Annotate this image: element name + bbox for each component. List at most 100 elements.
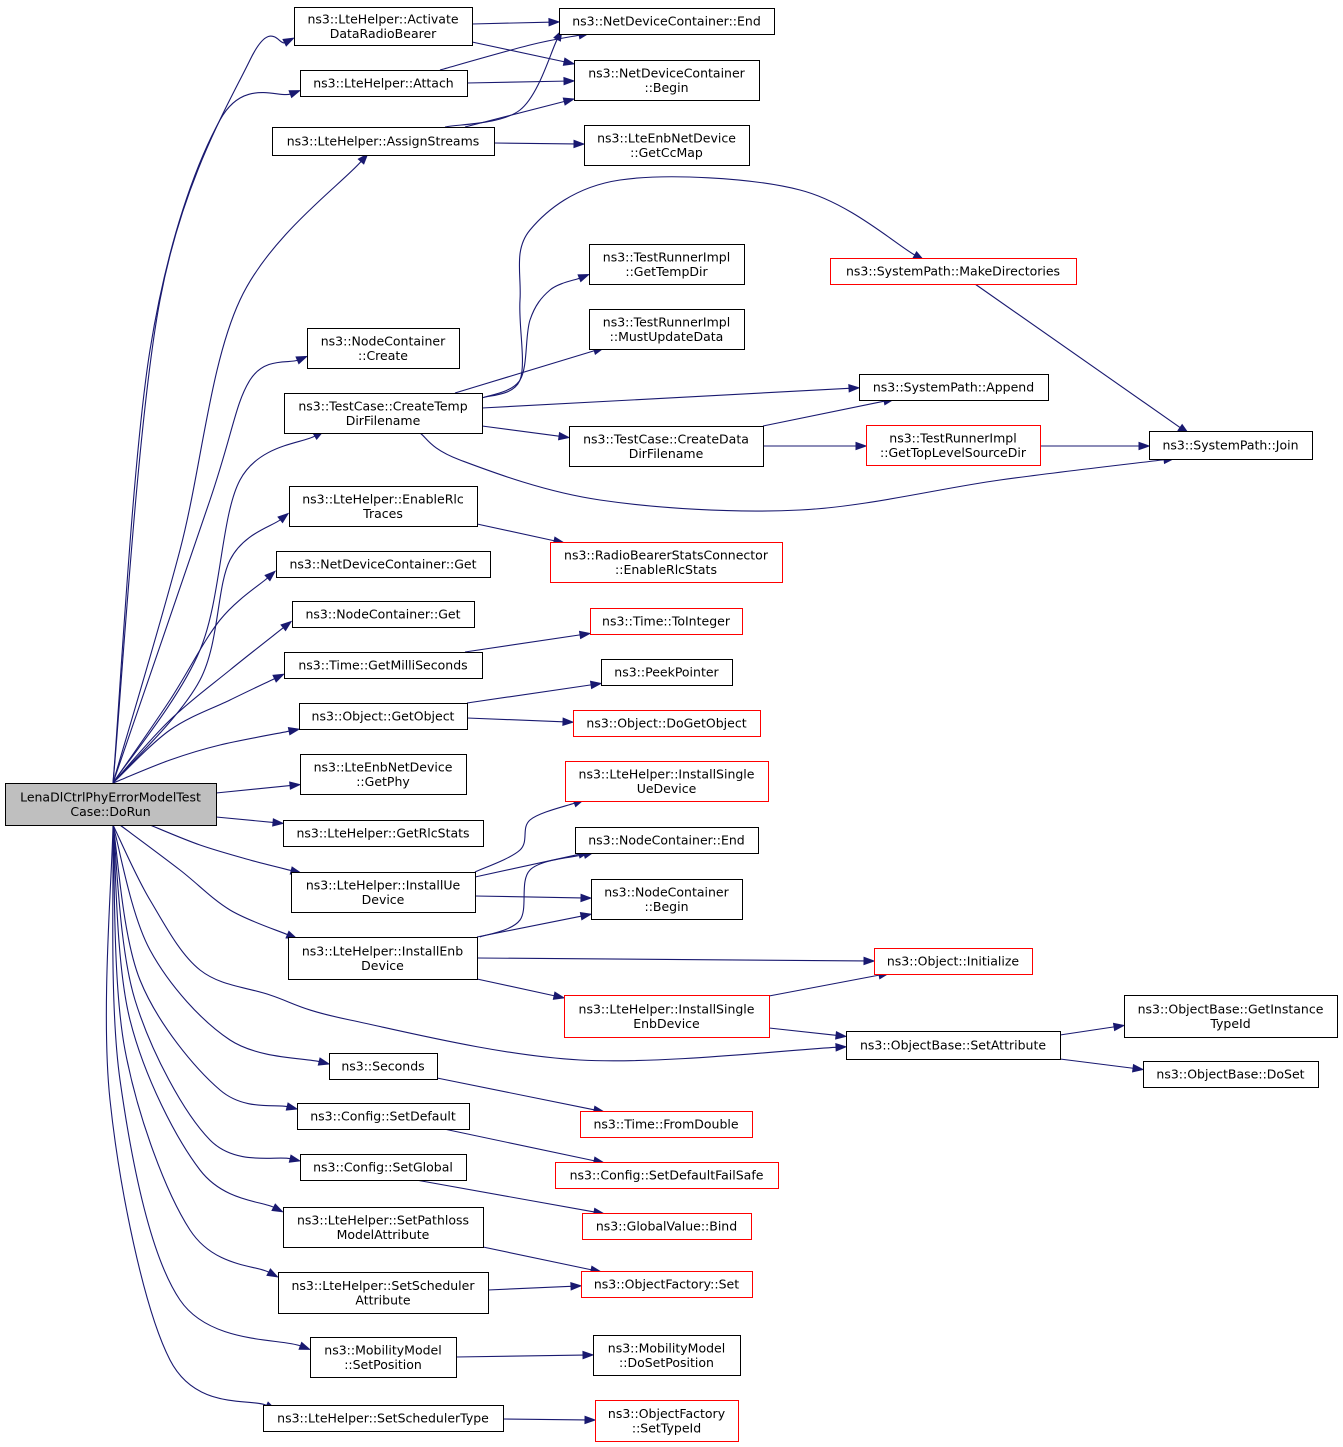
node-gvbind[interactable]: ns3::GlobalValue::Bind bbox=[582, 1213, 752, 1240]
node-box bbox=[283, 820, 484, 847]
edge-createdata-to-gettoplevel bbox=[763, 441, 868, 451]
node-label: ns3::NodeContainer::End bbox=[588, 833, 744, 848]
node-nc_begin[interactable]: ns3::NodeContainer::Begin bbox=[591, 879, 743, 920]
arrowhead-icon bbox=[272, 818, 285, 827]
edge-root-to-nc_get bbox=[112, 620, 293, 784]
node-attach[interactable]: ns3::LteHelper::Attach bbox=[300, 70, 468, 97]
node-setglobal[interactable]: ns3::Config::SetGlobal bbox=[300, 1154, 467, 1181]
node-getms[interactable]: ns3::Time::GetMilliSeconds bbox=[284, 652, 483, 679]
node-initialize[interactable]: ns3::Object::Initialize bbox=[874, 948, 1033, 975]
edge-line bbox=[112, 35, 285, 784]
node-box bbox=[846, 1031, 1061, 1060]
edge-line bbox=[974, 283, 1181, 429]
edge-line bbox=[476, 978, 555, 997]
node-getphy[interactable]: ns3::LteEnbNetDevice::GetPhy bbox=[300, 754, 467, 795]
edge-root-to-getobject bbox=[112, 727, 301, 784]
node-setschedtype[interactable]: ns3::LteHelper::SetSchedulerType bbox=[263, 1405, 504, 1432]
edge-line bbox=[464, 100, 565, 128]
node-label: ns3::NetDeviceContainer bbox=[588, 65, 745, 80]
arrowhead-icon bbox=[295, 355, 309, 365]
node-ndc_get[interactable]: ns3::NetDeviceContainer::Get bbox=[276, 551, 491, 578]
arrowhead-icon bbox=[578, 630, 592, 640]
edge-line bbox=[466, 684, 592, 704]
node-settypeid[interactable]: ns3::ObjectFactory::SetTypeId bbox=[595, 1400, 739, 1442]
node-setdefaultfs[interactable]: ns3::Config::SetDefaultFailSafe bbox=[555, 1162, 779, 1189]
node-makedirs[interactable]: ns3::SystemPath::MakeDirectories bbox=[830, 258, 1077, 285]
node-label: ns3::ObjectBase::DoSet bbox=[1156, 1067, 1304, 1082]
node-label: Device bbox=[361, 958, 404, 973]
arrowhead-icon bbox=[548, 17, 561, 27]
node-nc_end[interactable]: ns3::NodeContainer::End bbox=[575, 827, 759, 854]
node-label: ns3::LteHelper::InstallSingle bbox=[579, 766, 755, 781]
edge-gettoplevel-to-join bbox=[1040, 441, 1151, 451]
arrowhead-icon bbox=[855, 441, 868, 451]
arrowhead-icon bbox=[1138, 441, 1151, 451]
node-gettoplevel[interactable]: ns3::TestRunnerImpl::GetTopLevelSourceDi… bbox=[866, 425, 1041, 466]
edge-createtemp-to-createdata bbox=[481, 425, 571, 441]
edge-root-to-nc_create bbox=[112, 355, 309, 784]
node-label: ns3::LteHelper::SetSchedulerType bbox=[277, 1411, 489, 1426]
node-setdefault[interactable]: ns3::Config::SetDefault bbox=[297, 1103, 470, 1130]
node-label: LenaDlCtrlPhyErrorModelTest bbox=[20, 789, 201, 804]
edge-line bbox=[436, 1077, 595, 1111]
edge-line bbox=[466, 717, 564, 723]
arrowhead-icon bbox=[317, 1057, 331, 1066]
arrowhead-icon bbox=[271, 1203, 284, 1213]
arrowhead-icon bbox=[562, 97, 576, 106]
node-setattribute[interactable]: ns3::ObjectBase::SetAttribute bbox=[846, 1031, 1061, 1060]
node-nc_create[interactable]: ns3::NodeContainer::Create bbox=[307, 328, 460, 369]
node-label: ns3::Object::DoGetObject bbox=[586, 716, 746, 731]
node-peek[interactable]: ns3::PeekPointer bbox=[601, 659, 733, 686]
node-ofset[interactable]: ns3::ObjectFactory::Set bbox=[581, 1271, 753, 1298]
node-join[interactable]: ns3::SystemPath::Join bbox=[1149, 431, 1313, 460]
edge-root-to-setdefault bbox=[112, 824, 299, 1111]
node-ndc_begin[interactable]: ns3::NetDeviceContainer::Begin bbox=[574, 60, 760, 101]
node-box bbox=[582, 1213, 752, 1240]
arrowhead-icon bbox=[298, 1341, 312, 1350]
node-box bbox=[874, 948, 1033, 975]
node-assign[interactable]: ns3::LteHelper::AssignStreams bbox=[272, 127, 495, 156]
arrowhead-icon bbox=[579, 912, 593, 921]
arrowhead-icon bbox=[552, 991, 566, 1000]
node-doset[interactable]: ns3::ObjectBase::DoSet bbox=[1143, 1061, 1319, 1088]
node-gettempdir[interactable]: ns3::TestRunnerImpl::GetTempDir bbox=[589, 244, 745, 285]
node-append[interactable]: ns3::SystemPath::Append bbox=[859, 374, 1049, 401]
node-label: ::EnableRlcStats bbox=[615, 562, 717, 577]
node-nc_get[interactable]: ns3::NodeContainer::Get bbox=[292, 601, 475, 628]
edge-line bbox=[464, 634, 581, 653]
arrowhead-icon bbox=[1112, 1022, 1126, 1032]
node-fromdouble[interactable]: ns3::Time::FromDouble bbox=[580, 1111, 753, 1138]
node-tointeger[interactable]: ns3::Time::ToInteger bbox=[590, 608, 743, 635]
edge-activate-to-ndc_begin bbox=[471, 41, 576, 66]
node-seconds[interactable]: ns3::Seconds bbox=[329, 1053, 438, 1080]
node-label: ns3::LteHelper::InstallEnb bbox=[302, 943, 463, 958]
edge-line bbox=[481, 387, 850, 409]
node-setpathloss[interactable]: ns3::LteHelper::SetPathlossModelAttribut… bbox=[283, 1207, 484, 1248]
node-rbsc[interactable]: ns3::RadioBearerStatsConnector::EnableRl… bbox=[550, 542, 783, 583]
edge-line bbox=[481, 425, 560, 437]
node-getrlcstats[interactable]: ns3::LteHelper::GetRlcStats bbox=[283, 820, 484, 847]
node-ndc_end[interactable]: ns3::NetDeviceContainer::End bbox=[559, 8, 775, 35]
node-label: ns3::NodeContainer bbox=[604, 884, 729, 899]
node-mustupdate[interactable]: ns3::TestRunnerImpl::MustUpdateData bbox=[589, 309, 745, 350]
edge-line bbox=[112, 627, 284, 784]
node-getccmap[interactable]: ns3::LteEnbNetDevice::GetCcMap bbox=[584, 125, 750, 166]
node-getobject[interactable]: ns3::Object::GetObject bbox=[299, 703, 468, 730]
edge-installue-to-nc_begin bbox=[474, 893, 593, 903]
node-dosetposition[interactable]: ns3::MobilityModel::DoSetPosition bbox=[593, 1335, 741, 1376]
node-dogetobject[interactable]: ns3::Object::DoGetObject bbox=[573, 710, 761, 737]
node-setposition[interactable]: ns3::MobilityModel::SetPosition bbox=[310, 1337, 457, 1378]
edge-line bbox=[439, 34, 580, 71]
node-label: ns3::NetDeviceContainer::Get bbox=[289, 557, 476, 572]
